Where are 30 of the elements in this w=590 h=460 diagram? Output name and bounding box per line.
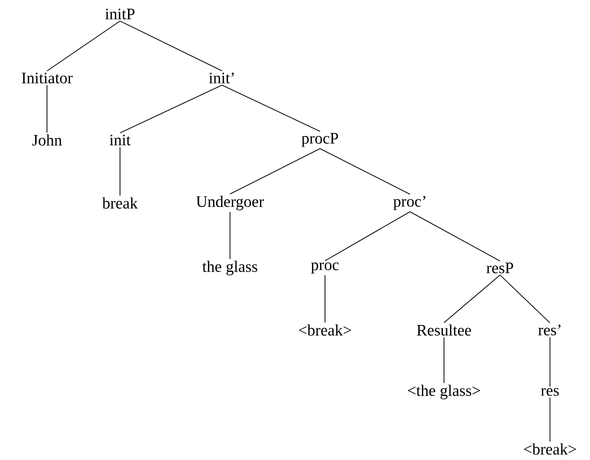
tree-branch (230, 148, 320, 194)
tree-label: John (32, 134, 62, 146)
tree-branch (410, 211, 500, 262)
tree-branch (320, 148, 410, 195)
tree-label: procP (302, 133, 338, 147)
tree-label: proc (311, 262, 339, 274)
tree-label: resP (486, 262, 514, 274)
tree-branch (444, 274, 500, 324)
tree-branch (500, 274, 550, 324)
tree-label: Undergoer (196, 196, 264, 210)
tree-branch (46, 20, 120, 72)
tree-label: proc’ (393, 196, 426, 210)
tree-branch (324, 211, 410, 262)
tree-branch (120, 20, 222, 72)
tree-label: res’ (538, 324, 560, 336)
tree-branch (324, 274, 326, 324)
tree-branch (46, 84, 48, 134)
tree-label: Initiator (22, 72, 73, 84)
tree-branch (222, 84, 320, 132)
tree-label: <the glass> (408, 384, 480, 400)
tree-label: initP (105, 8, 134, 20)
tree-label: Resultee (416, 324, 471, 336)
tree-label: init (110, 134, 131, 146)
tree-label: <break> (299, 324, 352, 336)
tree-label: break (102, 197, 138, 209)
tree-label: res (540, 388, 559, 396)
tree-label: <break> (524, 443, 576, 455)
tree-label: init’ (209, 72, 234, 84)
tree-label: the glass (202, 260, 258, 276)
tree-branch (120, 84, 222, 134)
